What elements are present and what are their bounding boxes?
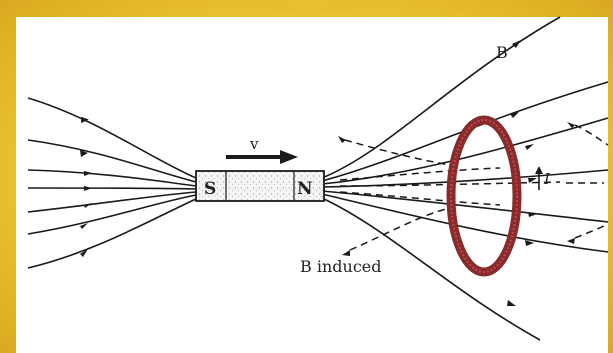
field-line (27, 194, 197, 235)
induced-line (344, 139, 451, 166)
current-arrow (535, 166, 543, 190)
induced-arrows (338, 122, 575, 256)
arrow-mark (525, 144, 534, 150)
induced-line (339, 167, 501, 181)
field-label: B (496, 43, 508, 62)
arrow-mark (84, 171, 92, 176)
field-line (321, 16, 561, 179)
north-pole-label: N (297, 179, 313, 199)
field-line (321, 197, 541, 341)
induced-line (349, 207, 451, 251)
arrow-mark (84, 203, 92, 208)
current-loop (446, 115, 522, 277)
arrow-mark (84, 186, 92, 191)
arrow-mark (528, 212, 537, 217)
field-line (27, 187, 197, 190)
field-line (27, 169, 197, 187)
induced-field-lines (339, 124, 609, 251)
arrow-mark (80, 223, 88, 229)
bar-magnet (195, 170, 325, 202)
arrow-mark (80, 150, 88, 157)
velocity-label: v (249, 135, 259, 153)
current-label: I (543, 170, 551, 188)
field-line (27, 139, 197, 183)
induced-line (339, 191, 501, 206)
arrow-mark (80, 249, 88, 257)
field-line (27, 198, 197, 269)
arrow-mark (528, 178, 537, 183)
field-line (321, 81, 609, 182)
induced-line (574, 223, 609, 239)
field-line (321, 190, 609, 223)
induced-line (339, 181, 561, 187)
field-line (27, 97, 197, 179)
velocity-arrow (226, 150, 298, 164)
arrow-mark (81, 116, 89, 124)
field-line (27, 191, 197, 213)
left-field-arrows (80, 116, 92, 257)
left-field-lines (27, 97, 197, 269)
arrow-mark (510, 112, 519, 118)
right-field-arrows (507, 40, 537, 306)
arrow-mark (512, 40, 521, 48)
induced-field-label: B induced (300, 257, 381, 276)
arrow-mark (342, 250, 350, 256)
arrow-mark (507, 300, 516, 306)
arrow-mark (567, 238, 575, 244)
induced-line (574, 124, 609, 146)
arrow-mark (338, 136, 346, 143)
field-line (321, 169, 609, 188)
arrow-mark (525, 240, 534, 246)
arrow-mark (567, 122, 575, 128)
south-pole-label: S (204, 179, 216, 199)
